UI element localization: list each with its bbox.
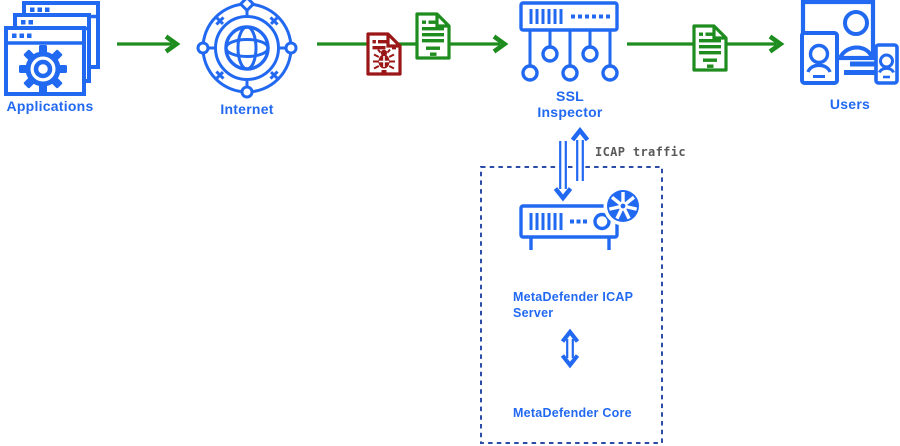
infected-file-icon (366, 32, 402, 76)
metadefender-icap-server-label-line2: Server (513, 305, 554, 320)
server-appliance-icon (519, 186, 643, 250)
server-core-bidirectional-arrow (560, 328, 580, 369)
ssl-inspector-label-line2: Inspector (537, 104, 603, 120)
arrow-internet-to-ssl-inspector (317, 34, 509, 54)
icap-request-arrow-down (553, 141, 573, 202)
globe-network-icon (196, 0, 298, 99)
metadefender-icap-server-label: MetaDefender ICAP Server (513, 290, 663, 321)
metadefender-core-label: MetaDefender Core (513, 406, 632, 420)
icap-response-arrow-up (570, 126, 590, 181)
gear-icon (19, 45, 67, 93)
icap-traffic-label: ICAP traffic (595, 145, 686, 159)
tablet-user-icon (800, 31, 839, 85)
ssl-inspector-label: SSL Inspector (512, 88, 628, 120)
bug-icon (373, 48, 395, 70)
clean-file-icon (415, 12, 451, 60)
arrow-applications-to-internet (117, 34, 181, 54)
user-devices-icon (800, 0, 899, 85)
app-windows-gear-icon (4, 1, 100, 96)
ssl-inspector-label-line1: SSL (556, 88, 584, 104)
clean-file-icon (692, 24, 728, 72)
users-label: Users (829, 96, 871, 112)
opswat-wheel-icon (603, 186, 643, 226)
phone-user-icon (874, 43, 899, 85)
metadefender-boundary-box (480, 166, 663, 444)
network-switch-ports-icon (519, 1, 619, 82)
metadefender-icap-server-label-line1: MetaDefender ICAP (513, 290, 634, 304)
internet-label: Internet (220, 101, 274, 117)
applications-label: Applications (6, 98, 94, 114)
